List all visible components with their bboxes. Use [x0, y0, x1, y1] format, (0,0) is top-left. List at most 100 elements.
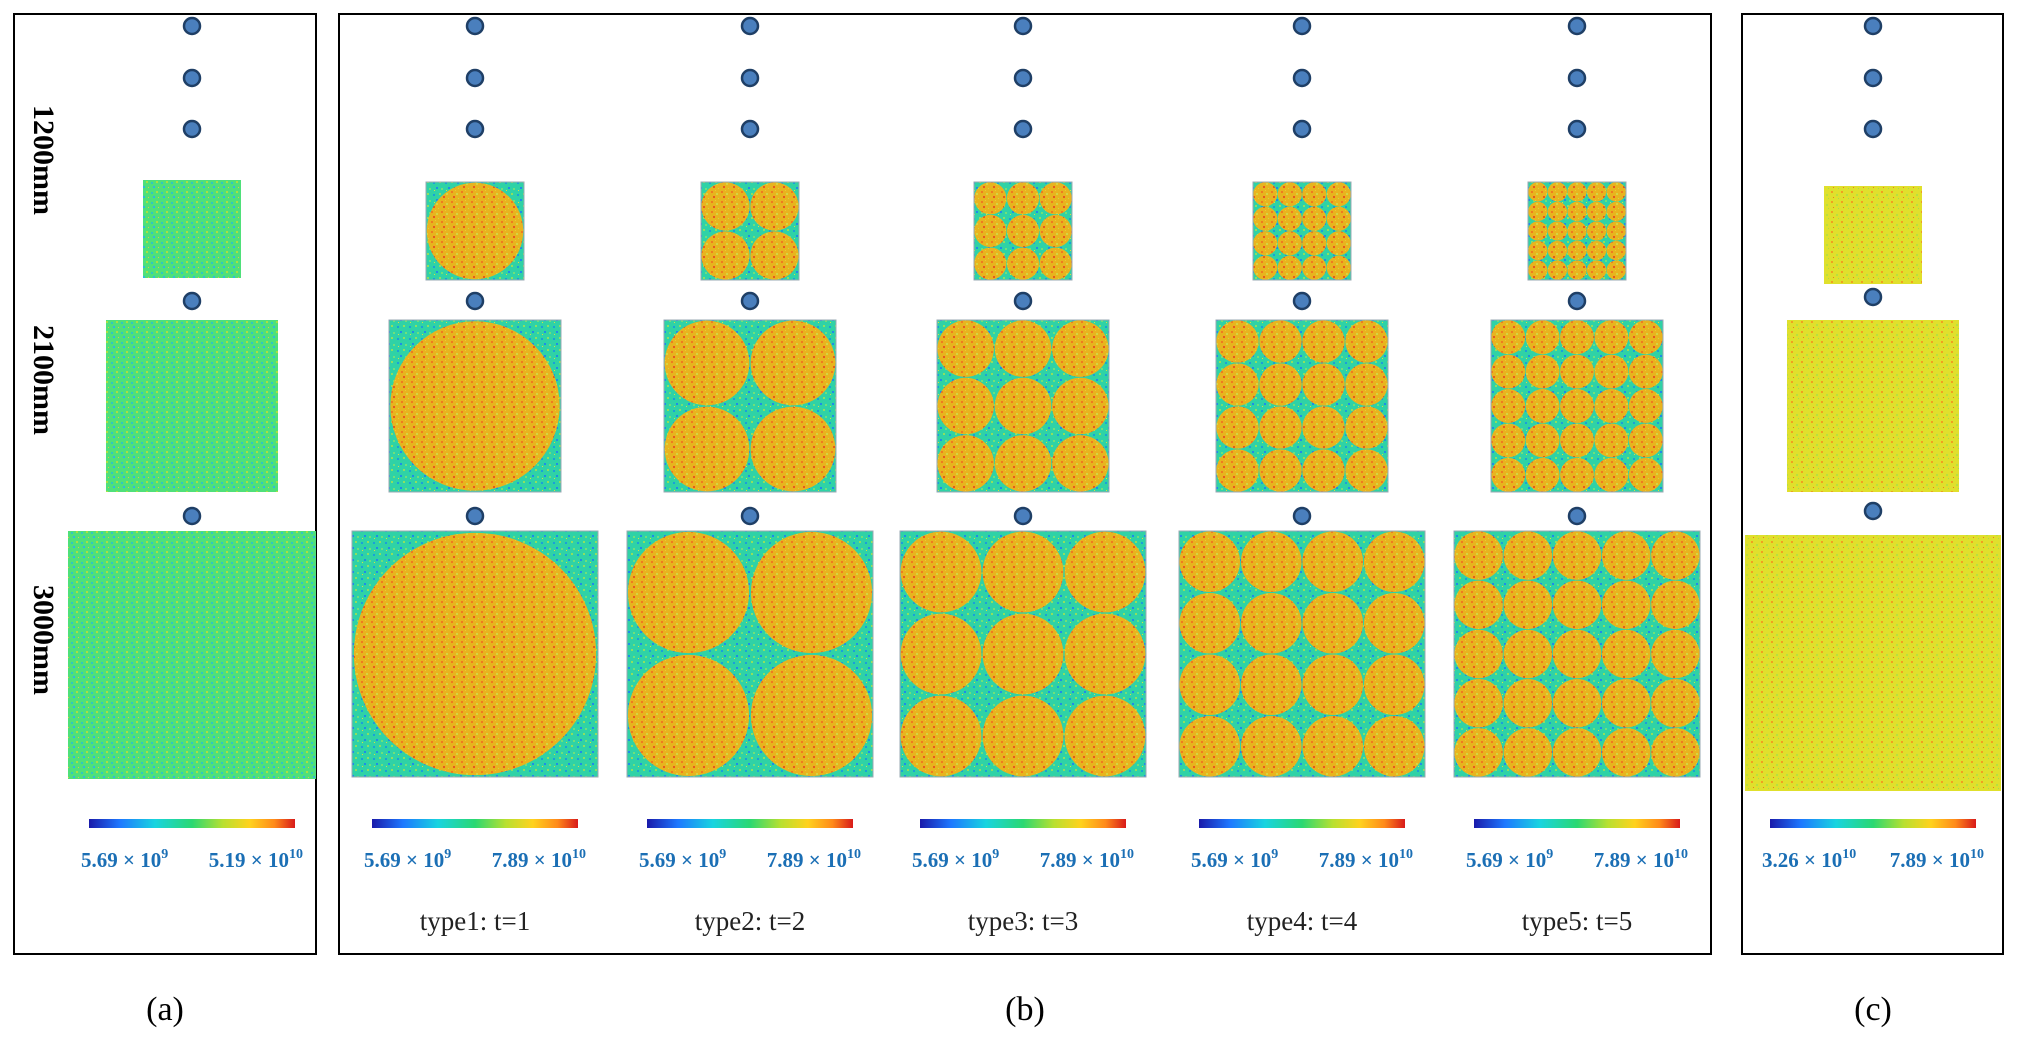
inclusion	[1240, 715, 1302, 777]
inclusion	[1052, 435, 1109, 492]
inclusion	[750, 320, 836, 406]
panel-c-colorbar-max-label: 7.89 × 1010	[1890, 847, 1984, 872]
inclusion	[1552, 580, 1602, 630]
type1-label: type1: t=1	[420, 906, 530, 936]
inclusion	[1547, 182, 1568, 202]
type2-dot-1	[740, 16, 760, 36]
inclusion	[1006, 247, 1040, 280]
panel-a-frame	[13, 13, 317, 955]
inclusion	[1601, 629, 1651, 679]
inclusion	[1586, 221, 1607, 241]
inclusion	[1567, 221, 1587, 241]
inclusion	[1277, 255, 1302, 280]
type4-square-1200	[1252, 181, 1352, 281]
inclusion	[1302, 715, 1364, 777]
type3-square-3000-border	[899, 530, 1147, 778]
type2-dot-2	[740, 68, 760, 88]
inclusion	[1547, 221, 1568, 241]
inclusion	[1528, 260, 1548, 280]
inclusion	[1240, 592, 1302, 654]
panel-c-square-1200	[1824, 186, 1922, 284]
type2-colorbar-min-label: 5.69 × 109	[639, 847, 726, 872]
type3-dot-3	[1013, 119, 1033, 139]
inclusion	[1628, 320, 1663, 355]
inclusion	[994, 435, 1052, 492]
panel-a-dot-5	[182, 506, 202, 526]
inclusion	[1651, 531, 1700, 580]
type2-square-3000	[626, 530, 874, 778]
inclusion	[1277, 231, 1302, 256]
inclusion	[1363, 592, 1425, 654]
inclusion	[1454, 629, 1503, 679]
inclusion	[1628, 457, 1663, 492]
inclusion	[1302, 592, 1364, 654]
type1-square-2100-border	[388, 319, 562, 493]
type5-label: type5: t=5	[1522, 906, 1632, 936]
inclusion	[1552, 531, 1602, 580]
inclusion	[1601, 580, 1651, 630]
inclusion	[1491, 423, 1526, 458]
inclusion	[1525, 423, 1560, 458]
type5-dot-2	[1567, 68, 1587, 88]
type3-colorbar	[920, 819, 1126, 828]
type2-square-2100-border	[663, 319, 837, 493]
inclusion	[1302, 182, 1327, 207]
inclusion	[900, 695, 982, 777]
inclusion	[750, 182, 799, 231]
type4-colorbar	[1199, 819, 1405, 828]
inclusion	[1253, 231, 1278, 256]
inclusion	[1651, 678, 1700, 728]
inclusion	[1216, 363, 1259, 406]
inclusion	[1594, 389, 1629, 423]
panel-a-square-1200	[143, 180, 241, 278]
inclusion	[1491, 389, 1526, 423]
inclusion	[982, 613, 1064, 695]
inclusion	[1525, 320, 1560, 355]
type5-square-3000-border	[1453, 530, 1701, 778]
inclusion	[1454, 678, 1503, 728]
inclusion	[1345, 320, 1388, 363]
inclusion	[750, 406, 836, 492]
inclusion	[937, 377, 994, 435]
inclusion	[1277, 182, 1302, 207]
inclusion	[1491, 320, 1526, 355]
type4-square-1200-border	[1252, 181, 1352, 281]
type2-square-2100	[663, 319, 837, 493]
type5-colorbar	[1474, 819, 1680, 828]
inclusion	[937, 320, 994, 377]
inclusion	[1179, 654, 1241, 716]
inclusion	[1503, 580, 1553, 630]
inclusion	[664, 406, 750, 492]
inclusion	[1567, 201, 1587, 222]
inclusion	[627, 654, 750, 777]
inclusion	[1503, 678, 1553, 728]
type2-colorbar	[647, 819, 853, 828]
inclusion	[1628, 389, 1663, 423]
type2-dot-5	[740, 506, 760, 526]
size-label-2100: 2100mm	[27, 325, 60, 435]
inclusion	[1216, 406, 1259, 449]
type4-dot-5	[1292, 506, 1312, 526]
inclusion	[1259, 406, 1302, 449]
inclusion	[1363, 654, 1425, 716]
inclusion	[1547, 240, 1568, 261]
inclusion	[1345, 363, 1388, 406]
panel-c-dot-3	[1863, 119, 1883, 139]
inclusion	[1601, 531, 1651, 580]
inclusion	[701, 231, 750, 280]
panel-a-dot-1	[182, 16, 202, 36]
inclusion	[1560, 457, 1594, 492]
type4-dot-4	[1292, 291, 1312, 311]
inclusion	[1528, 182, 1548, 202]
panel-a-dot-4	[182, 291, 202, 311]
panel-c-colorbar	[1770, 819, 1976, 828]
inclusion	[1601, 728, 1651, 777]
inclusion	[1052, 377, 1109, 435]
inclusion	[1253, 182, 1278, 207]
type4-square-3000-border	[1178, 530, 1426, 778]
panel-b-frame	[338, 13, 1712, 955]
inclusion	[1253, 255, 1278, 280]
type1-square-1200-border	[425, 181, 525, 281]
inclusion	[664, 320, 750, 406]
